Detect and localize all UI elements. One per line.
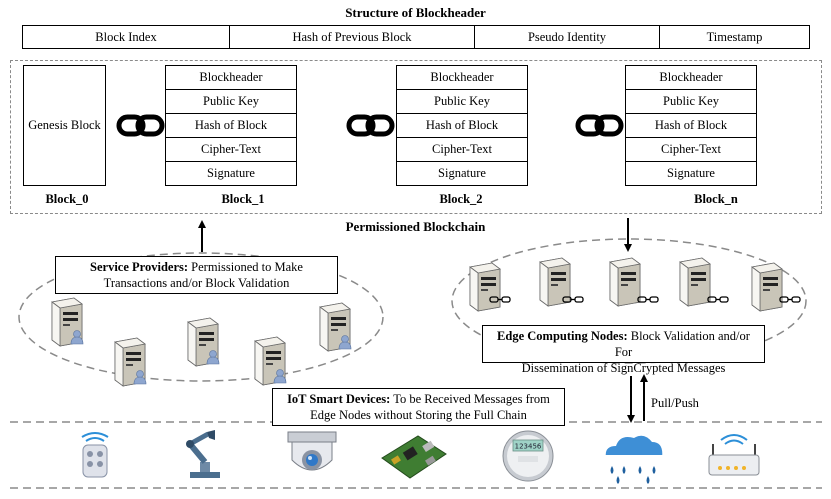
- block-2-label: Block_2: [439, 192, 483, 206]
- service-providers-title: Service Providers:: [90, 260, 189, 274]
- block-1-label: Block_1: [221, 192, 265, 206]
- wifi-remote-icon: [81, 432, 109, 478]
- block-n-hash: Hash of Block: [626, 114, 756, 138]
- service-providers-caption: Service Providers: Permissioned to Make …: [55, 256, 338, 294]
- permissioned-blockchain-label: Permissioned Blockchain: [345, 219, 486, 234]
- circuit-board-icon: [381, 435, 447, 479]
- server-icon: [319, 302, 352, 352]
- edge-nodes-cluster: [451, 238, 807, 364]
- block-1-public-key: Public Key: [166, 90, 296, 114]
- block-2-blockheader: Blockheader: [397, 66, 527, 90]
- block-2-public-key: Public Key: [397, 90, 527, 114]
- server-icon: [254, 336, 287, 386]
- block-n: Blockheader Public Key Hash of Block Cip…: [625, 65, 757, 186]
- iot-devices-text-1: To be Received Messages from: [390, 392, 550, 406]
- block-2-signature: Signature: [438, 166, 486, 180]
- block-2: Blockheader Public Key Hash of Block Cip…: [396, 65, 528, 186]
- chain-link-icon: [119, 117, 162, 134]
- blockheader-structure-title: Structure of Blockheader: [345, 5, 486, 20]
- server-icon: [539, 257, 584, 307]
- edge-nodes-text-2: Dissemination of SignCrypted Messages: [521, 361, 726, 375]
- wifi-router-icon: [708, 434, 760, 476]
- smart-meter-icon: 123456: [502, 430, 554, 482]
- server-icon: [187, 317, 220, 367]
- service-providers-text-1: Permissioned to Make: [188, 260, 303, 274]
- iot-devices-title: IoT Smart Devices:: [287, 392, 391, 406]
- field-hash-previous: Hash of Previous Block: [230, 26, 475, 48]
- block-1-hash: Hash of Block: [166, 114, 296, 138]
- chain-link-icon: [578, 117, 621, 134]
- permissioned-blockchain-container: [10, 60, 822, 214]
- field-pseudo-identity: Pseudo Identity: [475, 26, 660, 48]
- server-icon: [609, 257, 659, 307]
- block-1-blockheader: Blockheader: [166, 66, 296, 90]
- block-n-label: Block_n: [694, 192, 738, 206]
- robot-arm-icon: [186, 430, 220, 478]
- server-icon: [679, 257, 729, 307]
- pull-push-label: Pull/Push: [651, 396, 699, 410]
- iot-devices-caption: IoT Smart Devices: To be Received Messag…: [272, 388, 565, 426]
- field-timestamp: Timestamp: [706, 29, 763, 44]
- server-icon: [114, 337, 147, 387]
- cloud-rain-icon: [605, 435, 663, 484]
- block-n-public-key: Public Key: [626, 90, 756, 114]
- meter-display-text: 123456: [515, 443, 542, 451]
- server-icon: [751, 262, 801, 312]
- edge-nodes-title: Edge Computing Nodes:: [497, 329, 628, 343]
- service-providers-cluster: [18, 252, 384, 382]
- service-providers-text-2: Transactions and/or Block Validation: [103, 276, 290, 290]
- iot-devices-text-2: Edge Nodes without Storing the Full Chai…: [310, 408, 527, 422]
- genesis-block: Genesis Block: [23, 65, 106, 186]
- field-block-index: Block Index: [23, 26, 230, 48]
- block-n-cipher-text: Cipher-Text: [626, 138, 756, 162]
- block-1-signature: Signature: [207, 166, 255, 180]
- edge-nodes-caption: Edge Computing Nodes: Block Validation a…: [482, 325, 765, 375]
- server-icon: [51, 297, 84, 347]
- block-n-blockheader: Blockheader: [626, 66, 756, 90]
- chain-link-icon: [349, 117, 392, 134]
- block-1-cipher-text: Cipher-Text: [166, 138, 296, 162]
- block-2-hash: Hash of Block: [397, 114, 527, 138]
- edge-nodes-text-1: Block Validation and/or For: [614, 329, 750, 359]
- server-icon: [469, 262, 511, 312]
- blockheader-fields-table: Block Index Hash of Previous Block Pseud…: [22, 25, 810, 49]
- block-2-cipher-text: Cipher-Text: [397, 138, 527, 162]
- block-0-label: Block_0: [45, 192, 89, 206]
- block-1: Blockheader Public Key Hash of Block Cip…: [165, 65, 297, 186]
- block-n-signature: Signature: [667, 166, 715, 180]
- security-camera-icon: [287, 431, 337, 471]
